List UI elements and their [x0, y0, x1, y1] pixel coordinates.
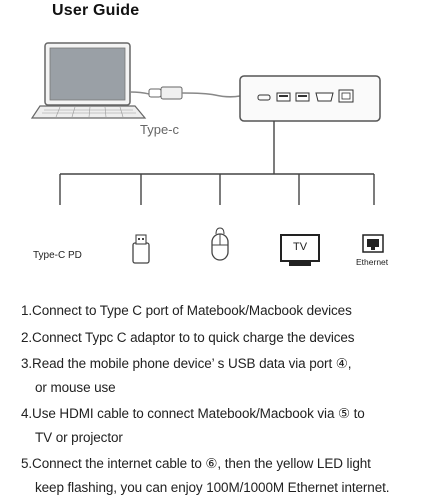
instruction-5: 5.Connect the internet cable to ⑥, then … [21, 456, 371, 471]
type-c-label: Type-c [140, 122, 180, 137]
ethernet-label: Ethernet [356, 257, 389, 267]
connection-diagram [30, 42, 384, 266]
mouse-icon [211, 227, 229, 261]
instruction-4: 4.Use HDMI cable to connect Matebook/Mac… [21, 406, 365, 421]
ethernet-icon [362, 234, 384, 253]
instruction-5-cont: keep flashing, you can enjoy 100M/1000M … [35, 480, 390, 495]
instruction-3-cont: or mouse use [35, 380, 116, 395]
instruction-3: 3.Read the mobile phone device’ s USB da… [21, 356, 352, 371]
usb-drive-icon [132, 234, 150, 264]
tv-label: TV [293, 241, 308, 253]
type-c-pd-label: Type-C PD [33, 250, 82, 261]
page-title: User Guide [52, 2, 140, 19]
tv-icon [280, 234, 320, 266]
instruction-1: 1.Connect to Type C port of Matebook/Mac… [21, 303, 352, 318]
hub-device [239, 75, 381, 122]
instruction-4-cont: TV or projector [35, 430, 123, 445]
laptop-icon [30, 42, 147, 119]
connector-lines [59, 121, 375, 205]
instruction-2: 2.Connect Typc C adaptor to to quick cha… [21, 330, 355, 345]
type-c-cable [129, 86, 241, 100]
